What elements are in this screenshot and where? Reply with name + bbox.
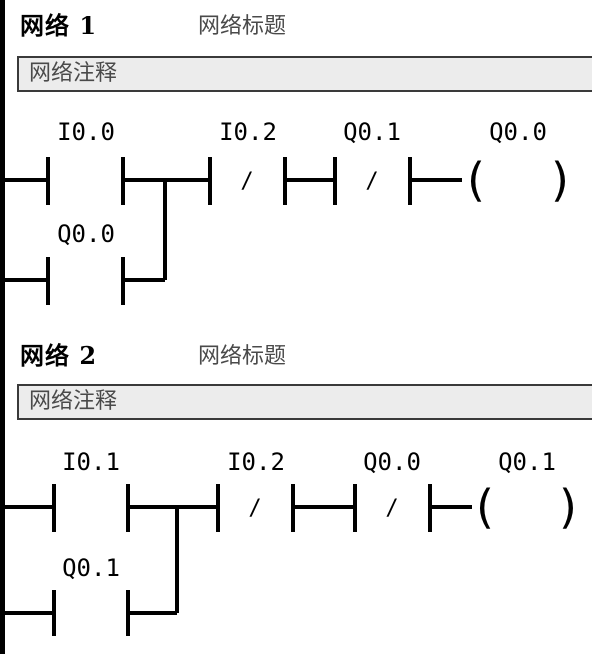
nc-slash-icon: /: [248, 496, 261, 521]
coil-open-icon: (: [476, 480, 494, 534]
contact-i02-label: I0.2: [227, 448, 285, 476]
coil-close-icon: ): [559, 480, 577, 534]
contact-q01-label: Q0.1: [343, 118, 401, 146]
nc-slash-icon: /: [240, 169, 253, 194]
network-2-rung: I0.1 I0.2 Q0.0 Q0.1 Q0.1 / / ( ): [5, 448, 577, 636]
contact-i00-label: I0.0: [57, 118, 115, 146]
coil-close-icon: ): [551, 153, 569, 207]
contact-q01-label: Q0.1: [62, 554, 120, 582]
contact-i01-label: I0.1: [62, 448, 120, 476]
network-1-header[interactable]: 网络 1 网络标题: [20, 6, 592, 42]
network-1-comment[interactable]: 网络注释: [17, 56, 592, 92]
coil-q00-label: Q0.0: [489, 118, 547, 146]
nc-slash-icon: /: [385, 496, 398, 521]
network-1-subtitle[interactable]: 网络标题: [198, 14, 287, 39]
network-2-subtitle[interactable]: 网络标题: [198, 344, 287, 369]
network-1-rung: I0.0 I0.2 Q0.1 Q0.0 Q0.0 / / ( ): [5, 118, 569, 305]
contact-q00-label: Q0.0: [363, 448, 421, 476]
contact-q00-label: Q0.0: [57, 220, 115, 248]
network-2-header[interactable]: 网络 2 网络标题: [20, 336, 592, 372]
network-1-title: 网络 1: [20, 11, 98, 40]
network-2-comment[interactable]: 网络注释: [17, 384, 592, 420]
coil-open-icon: (: [467, 153, 485, 207]
coil-q01-label: Q0.1: [498, 448, 556, 476]
nc-slash-icon: /: [365, 169, 378, 194]
power-rail-left: [0, 0, 5, 654]
network-2-title: 网络 2: [20, 341, 98, 370]
contact-i02-label: I0.2: [219, 118, 277, 146]
